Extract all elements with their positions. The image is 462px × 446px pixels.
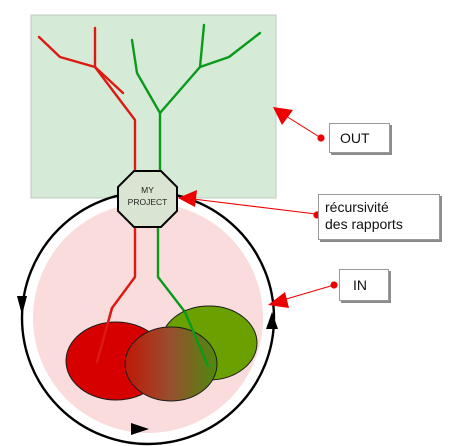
cycle-arrow-right bbox=[266, 312, 278, 329]
connector-dot-out bbox=[317, 134, 325, 142]
callout-in-label: IN bbox=[353, 277, 367, 293]
arrow-head-out bbox=[273, 107, 293, 125]
mixed-ellipse bbox=[124, 326, 218, 402]
connector-dot-in bbox=[330, 281, 338, 289]
octagon-label-line2: PROJECT bbox=[128, 197, 168, 207]
green-branch-overlay bbox=[183, 310, 210, 368]
arrow-head-in bbox=[268, 292, 289, 308]
callout-out-label: OUT bbox=[340, 130, 370, 146]
green-tree-out bbox=[130, 23, 262, 177]
callout-out: OUT bbox=[329, 123, 390, 153]
callout-recursivite: récursivité des rapports bbox=[318, 194, 440, 240]
callout-connectors bbox=[178, 107, 338, 308]
project-octagon bbox=[117, 170, 178, 228]
cycle-arrow-left bbox=[17, 296, 27, 315]
callout-recursivite-line2: des rapports bbox=[325, 216, 403, 232]
red-branch-overlay bbox=[95, 306, 114, 364]
callout-recursivite-line1: récursivité bbox=[325, 199, 389, 215]
red-tree-out bbox=[37, 26, 137, 177]
octagon-label-line1: MY bbox=[141, 185, 154, 195]
out-panel bbox=[30, 14, 277, 199]
arrow-head-recursivite bbox=[178, 190, 197, 207]
cycle-arrow-bottom bbox=[131, 423, 149, 435]
callout-in: IN bbox=[339, 269, 389, 301]
